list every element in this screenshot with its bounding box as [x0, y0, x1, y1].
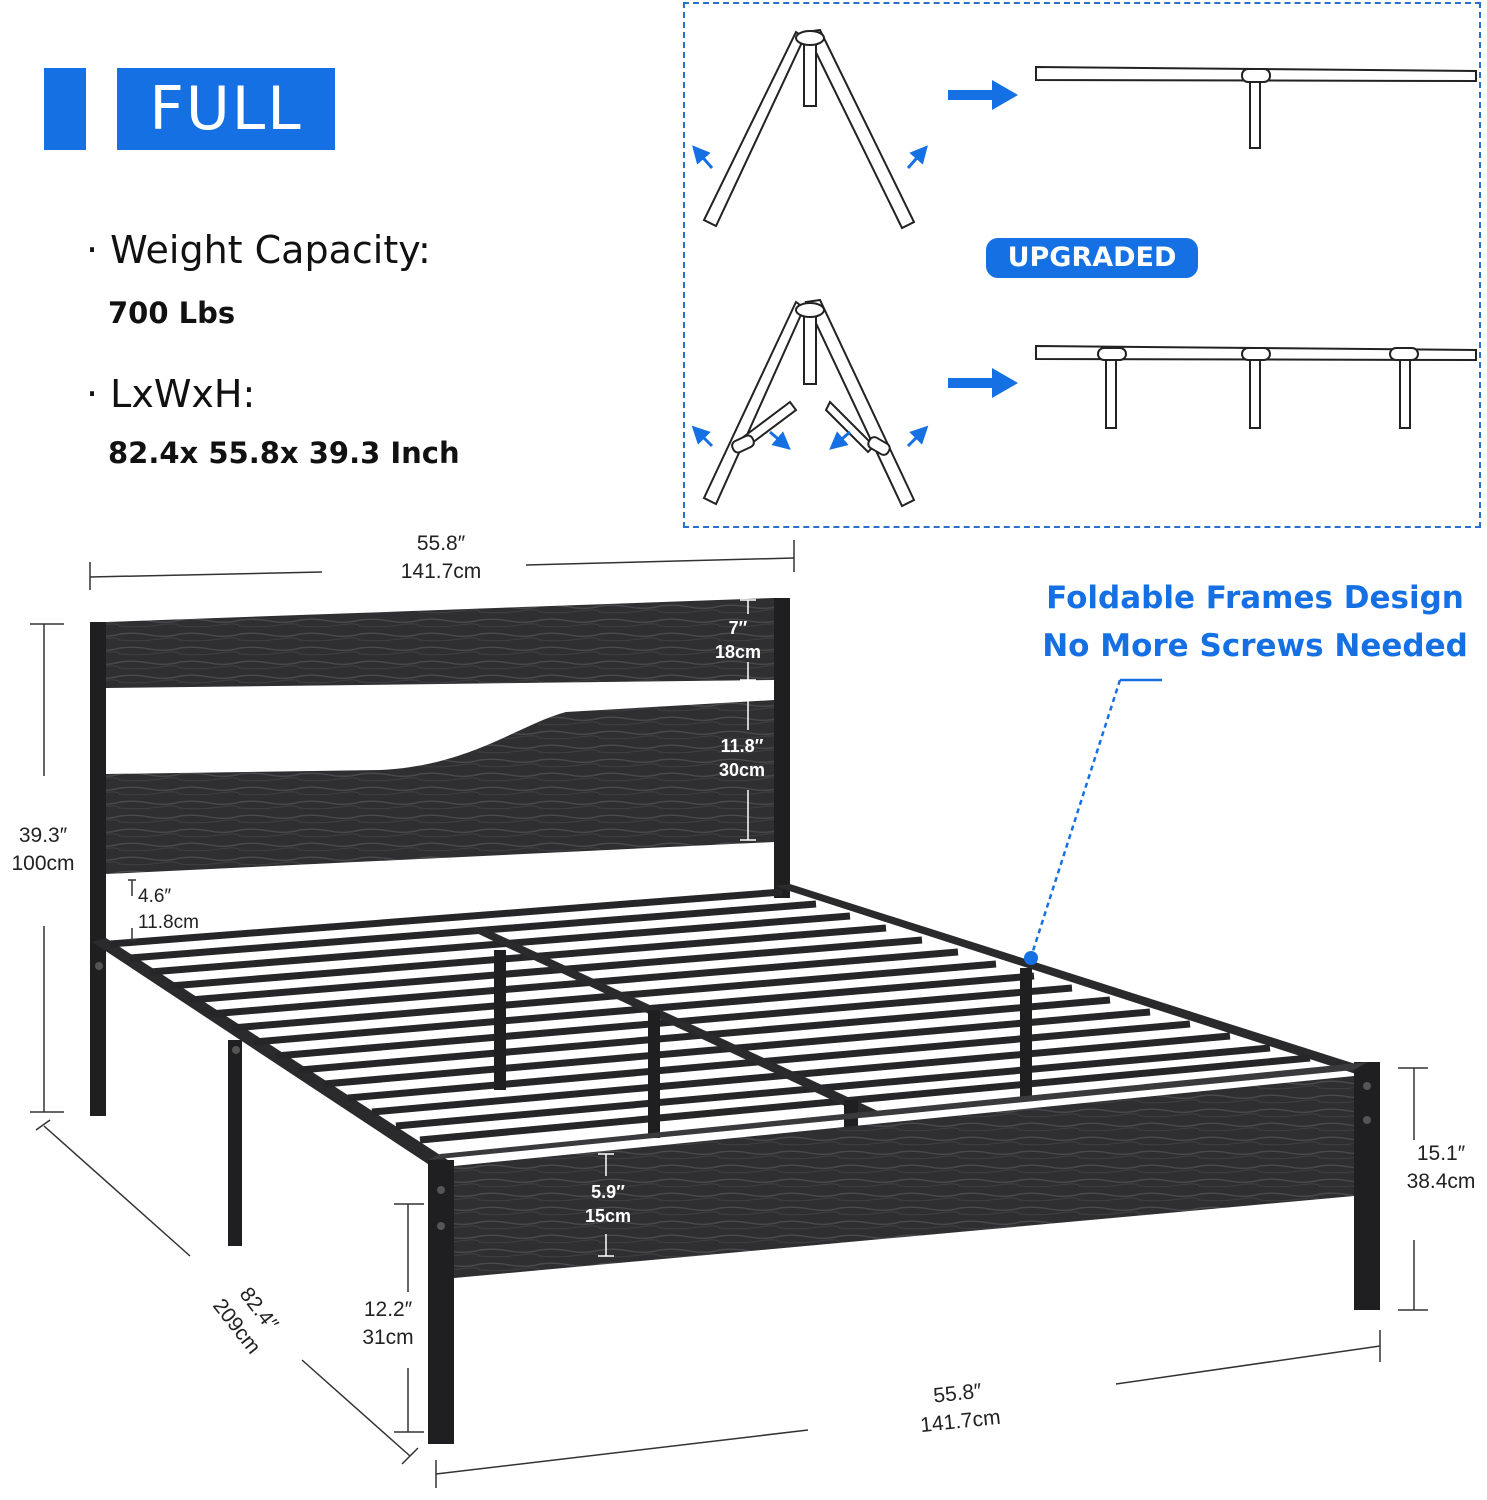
dim-clearance: 12.2″ 31cm	[348, 1296, 428, 1353]
fold-arrows-new	[691, 425, 929, 450]
dim-top-width: 55.8″ 141.7cm	[376, 530, 506, 587]
spec-dimensions-value: 82.4x 55.8x 39.3 Inch	[108, 436, 460, 470]
headboard-wave-gap	[106, 684, 774, 774]
fold-diagram-new	[702, 298, 916, 508]
dim-headboard-gap: 4.6″ 11.8cm	[138, 884, 199, 935]
fold-arrows-old	[692, 145, 928, 169]
dim-footboard-panel-inch: 5.9″	[591, 1182, 625, 1202]
callout-line-2: No More Screws Needed	[1042, 628, 1468, 664]
dim-total-height: 39.3″ 100cm	[0, 822, 86, 879]
dim-footboard-height: 15.1″ 38.4cm	[1396, 1140, 1486, 1197]
upgraded-badge: UPGRADED	[986, 238, 1198, 278]
callout-dot	[1024, 951, 1038, 965]
dim-headboard-top: 7″ 18cm	[700, 616, 776, 665]
dim-headboard-gap-inch: 4.6″	[138, 886, 172, 907]
dim-top-width-cm: 141.7cm	[400, 560, 482, 584]
panel-dimension-lines	[598, 599, 756, 1257]
dim-headboard-bottom-cm: 30cm	[718, 760, 766, 781]
dim-headboard-bottom-inch: 11.8″	[720, 736, 764, 756]
callout-leader	[1030, 678, 1162, 955]
footboard-panel	[454, 1076, 1354, 1278]
spec-dimensions-label-text: LxWxH:	[110, 372, 256, 416]
dim-footboard-height-cm: 38.4cm	[1406, 1170, 1476, 1194]
headboard-top-panel	[106, 598, 774, 688]
fold-arrow-right-old	[948, 80, 1018, 110]
dim-footboard-panel-cm: 15cm	[584, 1206, 632, 1227]
headboard-bottom-panel	[106, 700, 774, 874]
fold-diagram-box	[683, 2, 1481, 528]
dim-clearance-cm: 31cm	[362, 1326, 414, 1350]
fold-rail-new	[1035, 344, 1477, 429]
dim-footboard-height-inch: 15.1″	[1416, 1142, 1466, 1165]
foldable-callout: Foldable Frames Design No More Screws Ne…	[1020, 574, 1487, 670]
dimension-lines	[30, 540, 1428, 1488]
spec-dimensions-label: · LxWxH:	[86, 372, 256, 416]
dim-total-height-inch: 39.3″	[18, 824, 68, 847]
size-tag-accent-bar	[44, 68, 86, 150]
dim-top-width-inch: 55.8″	[416, 532, 466, 555]
callout-line-1: Foldable Frames Design	[1046, 580, 1464, 616]
dim-clearance-inch: 12.2″	[363, 1298, 413, 1321]
spec-weight-value: 700 Lbs	[108, 296, 236, 330]
spec-weight-label: · Weight Capacity:	[86, 228, 431, 272]
dim-total-height-cm: 100cm	[11, 852, 75, 876]
dim-footboard-panel: 5.9″ 15cm	[568, 1180, 648, 1229]
fold-arrow-right-new	[948, 368, 1018, 398]
fold-diagram-old	[702, 28, 916, 230]
bed-frame	[90, 598, 1380, 1444]
dim-headboard-bottom: 11.8″ 30cm	[700, 734, 784, 783]
spec-weight-label-text: Weight Capacity:	[110, 228, 431, 272]
dim-headboard-top-inch: 7″	[728, 618, 748, 638]
fold-rail-old	[1035, 65, 1477, 149]
dim-headboard-gap-cm: 11.8cm	[138, 911, 199, 933]
size-tag: FULL	[117, 68, 335, 150]
dim-headboard-top-cm: 18cm	[714, 642, 762, 663]
